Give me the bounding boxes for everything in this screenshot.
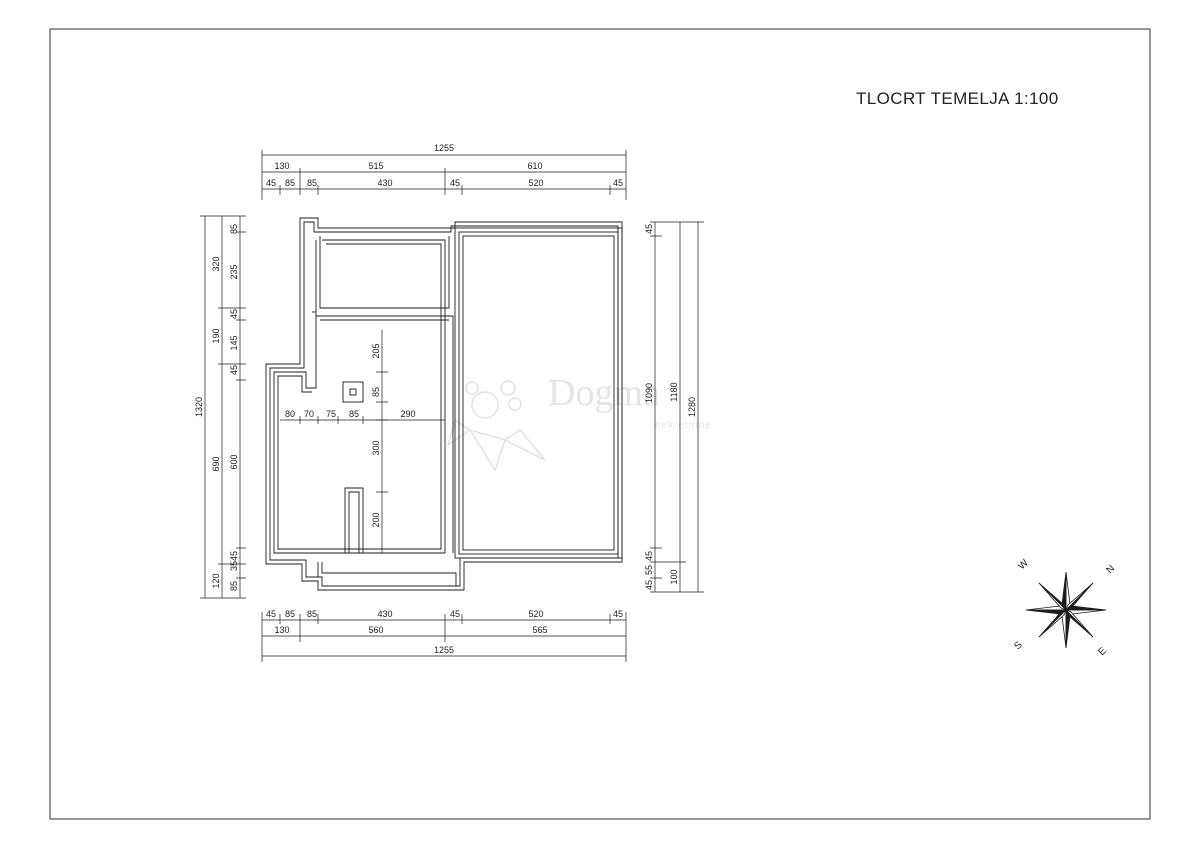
dim-top-r2-b: 515	[368, 161, 383, 171]
compass-e-label: E	[1096, 645, 1109, 658]
dim-right-in-b: 1090	[644, 383, 654, 403]
compass-rose-icon: N E S W	[1012, 557, 1117, 658]
dim-top-r3-f: 520	[528, 178, 543, 188]
dimension-labels-vertical: 1320 320 190 690 120 85 235 45 145 45 60…	[194, 224, 697, 591]
dim-left-in-f: 600	[229, 454, 239, 469]
dim-right-in-e: 45	[644, 580, 654, 590]
dim-bottom-r2-b: 560	[368, 625, 383, 635]
dim-int-h-c: 75	[326, 409, 336, 419]
dimension-lines	[200, 150, 704, 662]
dim-int-v-a: 205	[371, 343, 381, 358]
dim-left-mid-d: 120	[211, 573, 221, 588]
dim-left-mid-b: 190	[211, 328, 221, 343]
dim-int-v-b: 85	[371, 387, 381, 397]
dim-bottom-r2-c: 565	[532, 625, 547, 635]
compass-s-label: S	[1012, 639, 1025, 652]
dim-top-r2-a: 130	[274, 161, 289, 171]
dim-bottom-total: 1255	[434, 645, 454, 655]
sheet-border	[49, 28, 1151, 820]
dim-left-in-d: 145	[229, 335, 239, 350]
watermark-subtitle: nekretnine	[655, 420, 712, 431]
dim-bottom-r1-a: 45	[266, 609, 276, 619]
dim-right-total: 1280	[687, 397, 697, 417]
dim-bottom-r1-d: 430	[377, 609, 392, 619]
dim-left-in-c: 45	[229, 309, 239, 319]
dim-bottom-r1-f: 520	[528, 609, 543, 619]
dim-int-h-e: 290	[400, 409, 415, 419]
dimension-labels: 1255 130 515 610 45 85 85 430 45 520 45 …	[266, 143, 623, 655]
dim-top-r3-c: 85	[307, 178, 317, 188]
dim-left-mid-c: 690	[211, 456, 221, 471]
dim-bottom-r1-b: 85	[285, 609, 295, 619]
watermark-logo: Dogma nekretnine	[446, 372, 712, 472]
dim-right-in-c: 45	[644, 551, 654, 561]
compass-w-label: W	[1016, 557, 1031, 572]
dim-right-mid-a: 1180	[669, 382, 679, 401]
dim-left-in-b: 235	[229, 264, 239, 279]
dim-bottom-r1-g: 45	[613, 609, 623, 619]
dim-top-total: 1255	[434, 143, 454, 153]
dim-left-total: 1320	[194, 397, 204, 417]
dim-top-r3-e: 45	[450, 178, 460, 188]
dim-top-r3-a: 45	[266, 178, 276, 188]
dim-int-h-d: 85	[349, 409, 359, 419]
dim-left-in-i: 85	[229, 581, 239, 591]
dim-bottom-r1-c: 85	[307, 609, 317, 619]
dim-int-h-b: 70	[304, 409, 314, 419]
dim-top-r3-g: 45	[613, 178, 623, 188]
watermark-brand: Dogma	[548, 372, 660, 414]
dim-right-in-d: 55	[644, 565, 654, 575]
dim-int-v-c: 300	[371, 440, 381, 455]
dim-bottom-r2-a: 130	[274, 625, 289, 635]
dim-left-in-h: 35	[229, 561, 239, 571]
dim-right-in-a: 45	[644, 224, 654, 234]
dim-bottom-r1-e: 45	[450, 609, 460, 619]
foundation-walls	[265, 217, 623, 591]
dim-top-r3-d: 430	[377, 178, 392, 188]
dim-int-v-d: 200	[371, 512, 381, 527]
dim-left-in-a: 85	[229, 224, 239, 234]
drawing-title: TLOCRT TEMELJA 1:100	[856, 89, 1059, 108]
dim-left-in-e: 45	[229, 365, 239, 375]
dim-left-in-g: 45	[229, 551, 239, 561]
dim-left-mid-a: 320	[211, 256, 221, 271]
compass-n-label: N	[1104, 563, 1117, 576]
dim-int-h-a: 80	[285, 409, 295, 419]
dim-right-mid-b: 100	[669, 569, 679, 584]
dim-top-r3-b: 85	[285, 178, 295, 188]
dim-top-r2-c: 610	[527, 161, 542, 171]
